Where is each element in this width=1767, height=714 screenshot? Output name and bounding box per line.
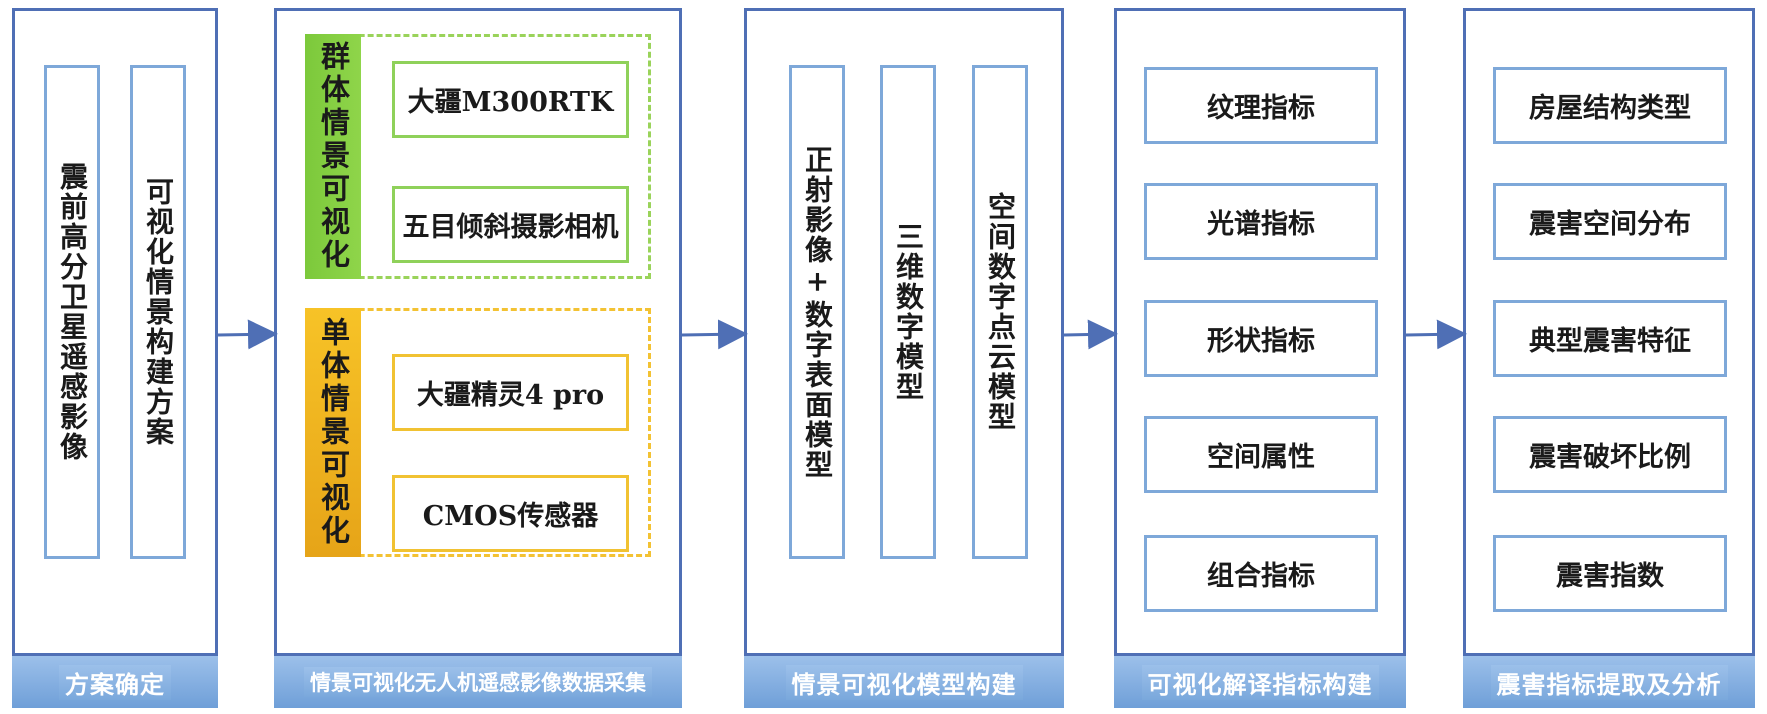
arrow-3-to-4 — [1063, 319, 1118, 350]
scenario-plan-box: 可视化情景构建方案 — [130, 65, 186, 559]
damage-ratio: 震害破坏比例 — [1493, 416, 1727, 493]
pre-earthquake-imagery-text: 震前高分卫星遥感影像 — [56, 162, 89, 462]
point-cloud-box: 空间数字点云模型 — [972, 65, 1028, 559]
arrow-2-to-3 — [681, 319, 748, 350]
arrow-1-to-2 — [217, 319, 278, 350]
scenario-plan-text: 可视化情景构建方案 — [142, 177, 175, 447]
damage-typical-features: 典型震害特征 — [1493, 300, 1727, 377]
point-cloud-text: 空间数字点云模型 — [984, 192, 1017, 432]
indicator-combined: 组合指标 — [1144, 535, 1378, 612]
panel-data-collection-label: 情景可视化无人机遥感影像数据采集 — [274, 656, 682, 708]
panel-interpretation: 纹理指标 光谱指标 形状指标 空间属性 组合指标 可视化解译指标构建 — [1114, 8, 1406, 708]
single-item-drone: 大疆精灵4 pro — [392, 354, 629, 431]
arrow-4-to-5 — [1405, 319, 1467, 350]
damage-structure-type: 房屋结构类型 — [1493, 67, 1727, 144]
indicator-texture: 纹理指标 — [1144, 67, 1378, 144]
3d-model-text: 三维数字模型 — [892, 222, 925, 402]
ortho-dsm-text: 正射影像+数字表面模型 — [801, 144, 834, 480]
3d-model-box: 三维数字模型 — [880, 65, 936, 559]
group-collective-bar: 群体情景可视化 — [305, 34, 361, 279]
collective-item-drone: 大疆M300RTK — [392, 61, 629, 138]
group-single-bar: 单体情景可视化 — [305, 308, 361, 557]
panel-damage-analysis: 房屋结构类型 震害空间分布 典型震害特征 震害破坏比例 震害指数 震害指标提取及… — [1463, 8, 1755, 708]
collective-item-camera: 五目倾斜摄影相机 — [392, 186, 629, 263]
panel-damage-analysis-label: 震害指标提取及分析 — [1463, 656, 1755, 708]
panel-model-build-label: 情景可视化模型构建 — [744, 656, 1064, 708]
panel-plan-label: 方案确定 — [12, 656, 218, 708]
panel-interpretation-label: 可视化解译指标构建 — [1114, 656, 1406, 708]
indicator-spectral: 光谱指标 — [1144, 183, 1378, 260]
single-item-sensor: CMOS传感器 — [392, 475, 629, 552]
pre-earthquake-imagery-box: 震前高分卫星遥感影像 — [44, 65, 100, 559]
damage-spatial-distribution: 震害空间分布 — [1493, 183, 1727, 260]
indicator-shape: 形状指标 — [1144, 300, 1378, 377]
indicator-spatial: 空间属性 — [1144, 416, 1378, 493]
ortho-dsm-box: 正射影像+数字表面模型 — [789, 65, 845, 559]
panel-plan: 震前高分卫星遥感影像 可视化情景构建方案 方案确定 — [12, 8, 218, 708]
group-single-title: 单体情景可视化 — [316, 317, 351, 548]
damage-index: 震害指数 — [1493, 535, 1727, 612]
group-collective-title: 群体情景可视化 — [316, 41, 351, 272]
panel-data-collection: 群体情景可视化 大疆M300RTK 五目倾斜摄影相机 单体情景可视化 大疆精灵4… — [274, 8, 682, 708]
panel-model-build: 正射影像+数字表面模型 三维数字模型 空间数字点云模型 情景可视化模型构建 — [744, 8, 1064, 708]
